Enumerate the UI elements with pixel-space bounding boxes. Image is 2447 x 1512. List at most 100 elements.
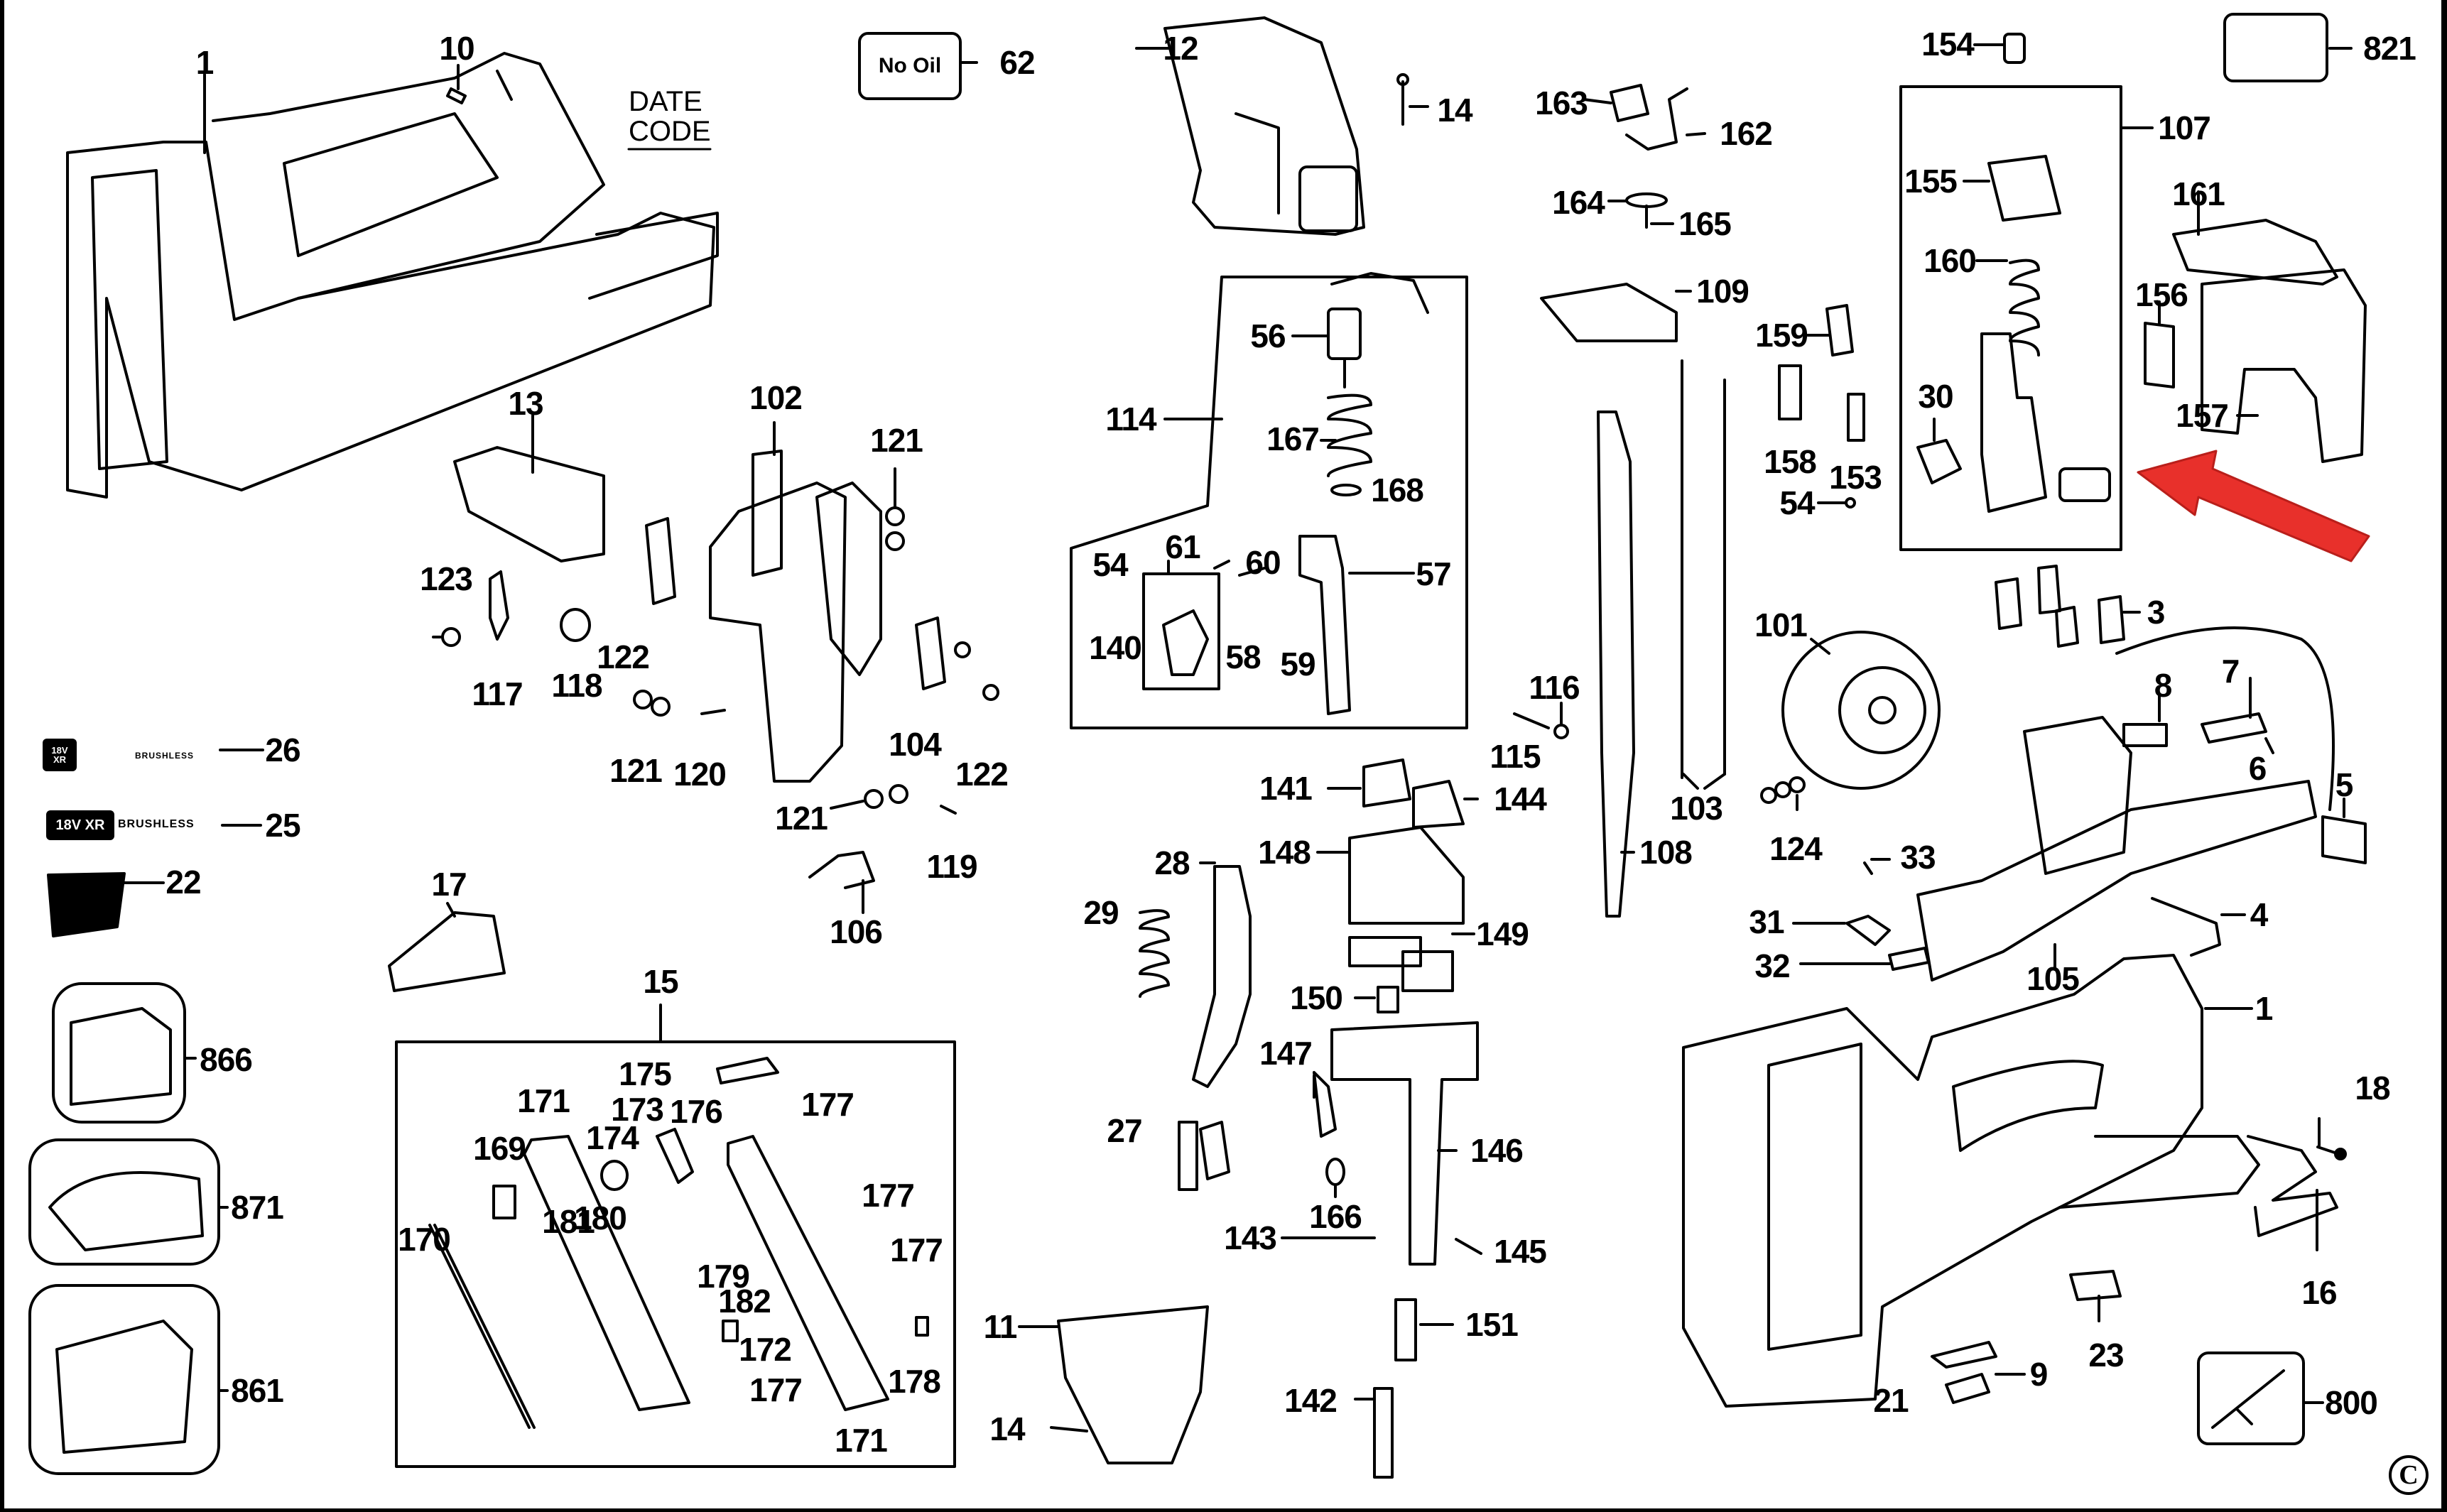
callout-27[interactable]: 27: [1107, 1112, 1142, 1149]
callout-120[interactable]: 120: [673, 756, 727, 793]
callout-117[interactable]: 117: [472, 675, 523, 712]
callout-147[interactable]: 147: [1259, 1035, 1313, 1072]
callout-159[interactable]: 159: [1755, 317, 1808, 354]
callout-1[interactable]: 1: [195, 44, 215, 81]
callout-54-left[interactable]: 54: [1092, 546, 1128, 583]
callout-1-right[interactable]: 1: [2255, 990, 2274, 1027]
callout-861[interactable]: 861: [231, 1372, 284, 1409]
callout-60[interactable]: 60: [1245, 544, 1281, 581]
callout-12[interactable]: 12: [1163, 30, 1198, 67]
callout-146[interactable]: 146: [1470, 1132, 1524, 1169]
callout-800[interactable]: 800: [2325, 1384, 2378, 1421]
callout-124[interactable]: 124: [1769, 830, 1823, 867]
callout-871[interactable]: 871: [231, 1189, 284, 1226]
callout-121-bottom[interactable]: 121: [775, 800, 828, 837]
callout-14[interactable]: 14: [1437, 92, 1472, 129]
callout-150[interactable]: 150: [1290, 979, 1343, 1016]
callout-108[interactable]: 108: [1639, 834, 1693, 871]
callout-181[interactable]: 181: [542, 1203, 595, 1240]
callout-9[interactable]: 9: [2029, 1356, 2049, 1393]
callout-62[interactable]: 62: [999, 44, 1035, 81]
callout-122-left[interactable]: 122: [597, 638, 650, 675]
callout-175[interactable]: 175: [619, 1055, 672, 1092]
callout-14-lower[interactable]: 14: [989, 1410, 1025, 1447]
callout-141[interactable]: 141: [1259, 770, 1313, 807]
callout-58[interactable]: 58: [1225, 638, 1261, 675]
callout-180[interactable]: 180: [574, 1200, 627, 1236]
callout-22[interactable]: 22: [166, 864, 201, 901]
callout-168[interactable]: 168: [1371, 472, 1424, 508]
callout-176[interactable]: 176: [670, 1093, 723, 1130]
callout-174[interactable]: 174: [586, 1119, 639, 1156]
callout-28[interactable]: 28: [1154, 844, 1190, 881]
callout-6[interactable]: 6: [2248, 750, 2267, 787]
callout-177-top[interactable]: 177: [801, 1086, 854, 1123]
callout-32[interactable]: 32: [1754, 947, 1790, 984]
callout-103[interactable]: 103: [1670, 790, 1723, 827]
callout-17[interactable]: 17: [431, 866, 467, 903]
callout-155[interactable]: 155: [1904, 163, 1958, 200]
callout-109[interactable]: 109: [1696, 273, 1749, 310]
callout-54-right[interactable]: 54: [1779, 484, 1815, 521]
callout-169[interactable]: 169: [473, 1130, 526, 1167]
callout-162[interactable]: 162: [1720, 115, 1773, 152]
callout-145[interactable]: 145: [1494, 1233, 1547, 1270]
callout-143[interactable]: 143: [1224, 1219, 1277, 1256]
callout-115[interactable]: 115: [1490, 738, 1541, 775]
callout-177-bottom[interactable]: 177: [749, 1371, 803, 1408]
callout-178[interactable]: 178: [888, 1363, 941, 1400]
callout-107[interactable]: 107: [2158, 109, 2211, 146]
callout-164[interactable]: 164: [1552, 184, 1605, 221]
callout-26[interactable]: 26: [265, 731, 300, 768]
callout-158[interactable]: 158: [1764, 443, 1817, 480]
callout-170[interactable]: 170: [398, 1221, 451, 1258]
callout-142[interactable]: 142: [1284, 1382, 1338, 1419]
callout-866[interactable]: 866: [200, 1041, 253, 1078]
callout-167[interactable]: 167: [1266, 420, 1320, 457]
callout-171-left[interactable]: 171: [517, 1082, 570, 1119]
callout-163[interactable]: 163: [1535, 85, 1588, 121]
callout-18[interactable]: 18: [2355, 1070, 2390, 1106]
callout-3[interactable]: 3: [2147, 594, 2166, 631]
callout-144[interactable]: 144: [1494, 781, 1547, 817]
callout-7[interactable]: 7: [2221, 653, 2240, 690]
callout-177-lower[interactable]: 177: [890, 1231, 943, 1268]
callout-30[interactable]: 30: [1918, 378, 1953, 415]
callout-154[interactable]: 154: [1921, 26, 1975, 62]
callout-8[interactable]: 8: [2154, 667, 2173, 704]
callout-59[interactable]: 59: [1280, 646, 1315, 682]
callout-161[interactable]: 161: [2172, 175, 2225, 212]
callout-172[interactable]: 172: [739, 1331, 792, 1368]
callout-121-left[interactable]: 121: [609, 752, 663, 789]
callout-119[interactable]: 119: [926, 848, 977, 885]
callout-56[interactable]: 56: [1250, 317, 1286, 354]
callout-151[interactable]: 151: [1465, 1306, 1519, 1343]
callout-31[interactable]: 31: [1749, 903, 1784, 940]
callout-156[interactable]: 156: [2135, 276, 2188, 313]
callout-153[interactable]: 153: [1829, 459, 1882, 496]
callout-116[interactable]: 116: [1529, 669, 1580, 706]
callout-171-right[interactable]: 171: [835, 1422, 888, 1459]
callout-101[interactable]: 101: [1754, 607, 1808, 643]
callout-5[interactable]: 5: [2335, 766, 2354, 803]
callout-182[interactable]: 182: [718, 1283, 771, 1320]
callout-61[interactable]: 61: [1165, 528, 1200, 565]
callout-118[interactable]: 118: [551, 667, 602, 704]
callout-165[interactable]: 165: [1678, 205, 1732, 242]
callout-102[interactable]: 102: [749, 379, 803, 416]
callout-179[interactable]: 179: [697, 1258, 750, 1295]
callout-23[interactable]: 23: [2088, 1337, 2124, 1374]
callout-122-right[interactable]: 122: [955, 756, 1009, 793]
callout-104[interactable]: 104: [889, 726, 942, 763]
callout-33[interactable]: 33: [1900, 839, 1936, 876]
callout-166[interactable]: 166: [1309, 1198, 1362, 1235]
callout-10[interactable]: 10: [439, 30, 474, 67]
callout-15[interactable]: 15: [643, 963, 678, 1000]
callout-25[interactable]: 25: [265, 807, 300, 844]
callout-177-mid[interactable]: 177: [862, 1177, 915, 1214]
callout-149[interactable]: 149: [1476, 915, 1529, 952]
callout-21[interactable]: 21: [1873, 1382, 1909, 1419]
callout-157[interactable]: 157: [2176, 397, 2229, 434]
callout-148[interactable]: 148: [1258, 834, 1311, 871]
callout-114[interactable]: 114: [1105, 401, 1156, 437]
